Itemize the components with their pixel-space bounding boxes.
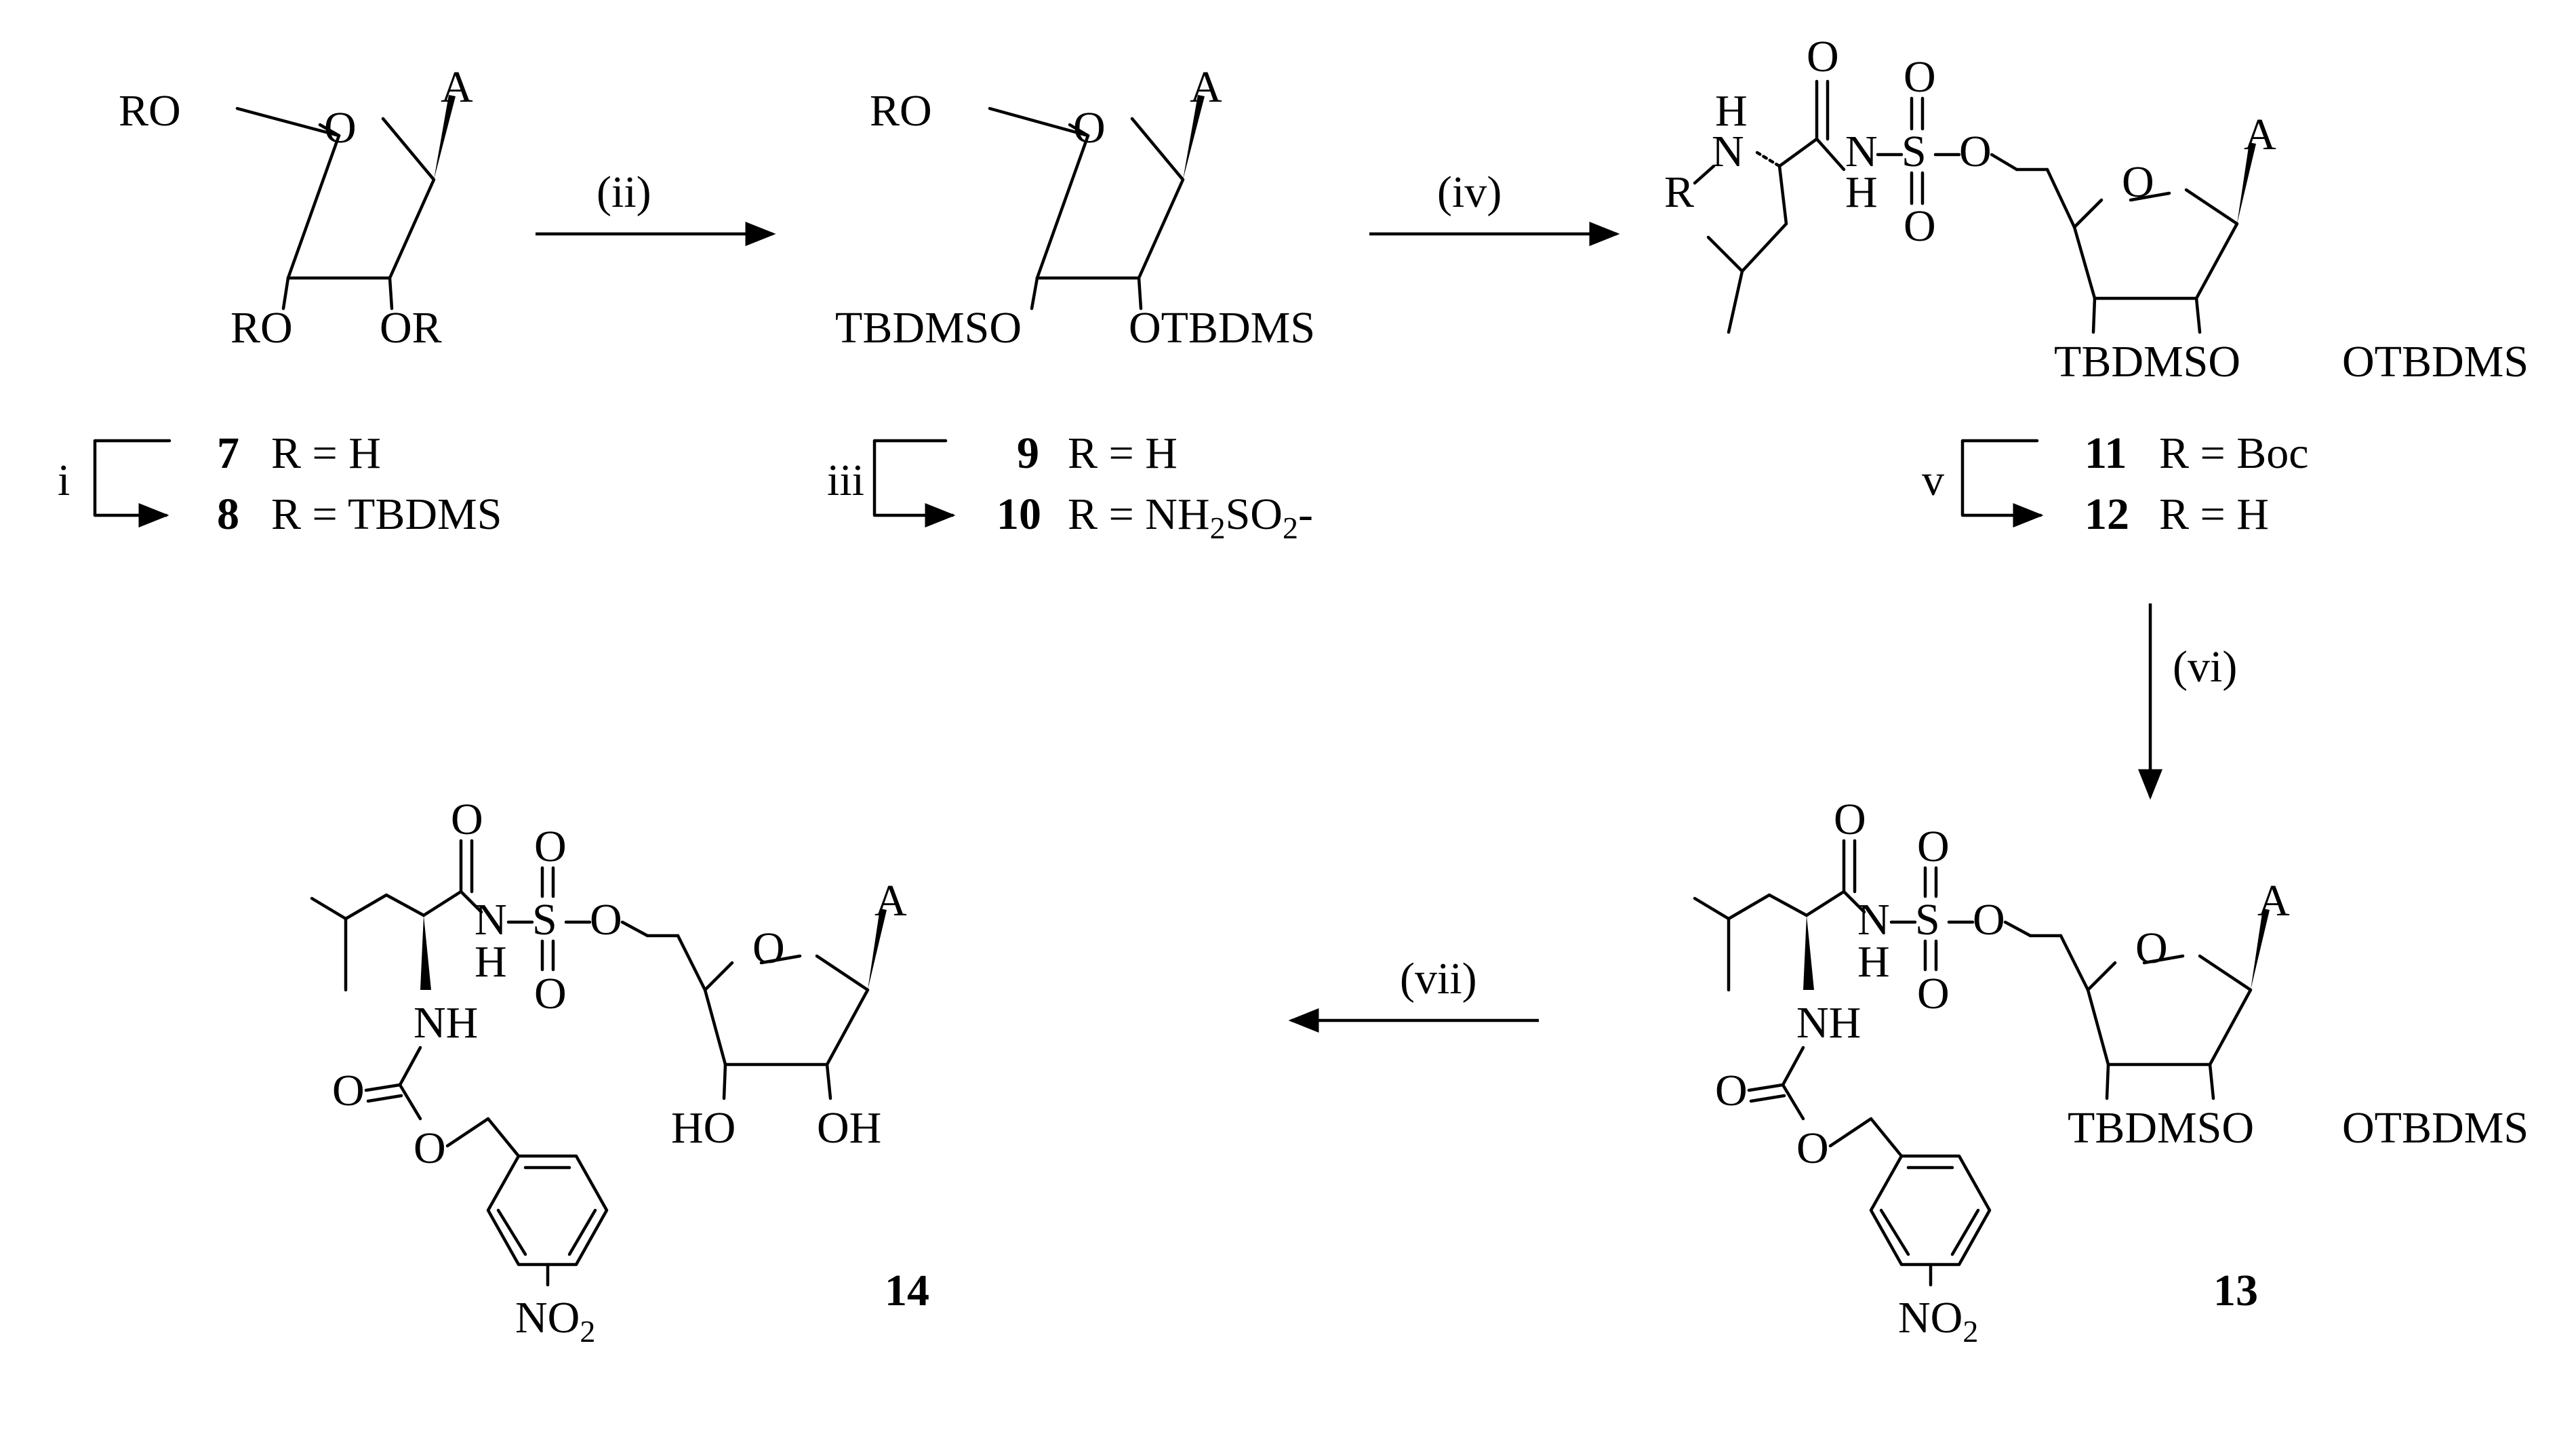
compound-7-r: R = H bbox=[271, 429, 381, 478]
ribose-ring bbox=[235, 106, 436, 280]
arrow-step-vi: (vi) bbox=[2138, 603, 2237, 800]
step-v-label: v bbox=[1922, 456, 1944, 505]
compound-11-number: 11 bbox=[2085, 429, 2127, 478]
sulfonyl-o-label: O bbox=[1904, 201, 1936, 251]
ho-label: HO bbox=[671, 1103, 736, 1153]
amide-n-label: N bbox=[1857, 895, 1890, 944]
wedge-bond bbox=[2237, 142, 2256, 224]
nitro-label: NO2 bbox=[1898, 1293, 1978, 1349]
sulfur-label: S bbox=[532, 895, 557, 944]
step-vi-label: (vi) bbox=[2173, 642, 2237, 692]
wedge-bond bbox=[1183, 95, 1205, 180]
ring-oxygen-label: O bbox=[2122, 157, 2154, 207]
step-iii-label: iii bbox=[827, 456, 864, 505]
h-label: H bbox=[1715, 86, 1748, 136]
structure-9-10: RO O A TBDMSO OTBDMS bbox=[835, 62, 1315, 353]
carbonyl-o-label: O bbox=[1834, 795, 1866, 844]
oh-label: OH bbox=[817, 1103, 881, 1153]
tbdmso-label: TBDMSO bbox=[2068, 1103, 2254, 1153]
ether-o-label: O bbox=[1973, 895, 2005, 944]
ring-oxygen-label: O bbox=[324, 103, 357, 153]
ether-o-label: O bbox=[590, 895, 622, 944]
step-iv-label: (iv) bbox=[1437, 167, 1502, 217]
structure-14: O N H S O O O NH O O NO2 O bbox=[310, 795, 929, 1349]
step-iii-annotation: iii 9 R = H 10 R = NH2SO2- bbox=[827, 429, 1313, 545]
or-label: OR bbox=[380, 303, 442, 353]
carbamate-ester-o-label: O bbox=[414, 1123, 446, 1173]
step-ii-label: (ii) bbox=[597, 167, 651, 217]
compound-10-number: 10 bbox=[997, 490, 1041, 539]
ring-oxygen-label: O bbox=[1073, 103, 1106, 153]
wedge-bond bbox=[1803, 915, 1814, 990]
wedge-bond bbox=[868, 909, 887, 990]
compound-13-number: 13 bbox=[2213, 1266, 2258, 1315]
amide-n-label: N bbox=[475, 895, 507, 944]
structure-11-12: H N R O N H S O O O O A TBDMSO bbox=[1664, 32, 2529, 386]
base-a-label: A bbox=[2257, 876, 2290, 926]
base-a-label: A bbox=[441, 62, 473, 112]
carbonyl-o-label: O bbox=[1807, 32, 1839, 81]
ring-oxygen-label: O bbox=[2135, 923, 2168, 973]
ring-oxygen-label: O bbox=[752, 923, 785, 973]
sulfonyl-o-label: O bbox=[1917, 969, 1950, 1018]
arrow-step-iv: (iv) bbox=[1369, 167, 1620, 246]
compound-8-r: R = TBDMS bbox=[271, 490, 502, 539]
wedge-bond bbox=[434, 95, 456, 180]
r-label: R bbox=[1664, 167, 1694, 217]
sulfonyl-o-label: O bbox=[534, 822, 567, 871]
n-label: N bbox=[1712, 127, 1744, 176]
compound-8-number: 8 bbox=[217, 490, 239, 539]
otbdms-label: OTBDMS bbox=[2342, 1103, 2529, 1153]
ether-o-label: O bbox=[1959, 127, 1992, 176]
sulfonyl-o-label: O bbox=[1917, 822, 1950, 871]
amide-h-label: H bbox=[475, 937, 507, 987]
carbonyl-o-label: O bbox=[451, 795, 483, 844]
compound-9-r: R = H bbox=[1068, 429, 1178, 478]
step-vii-label: (vii) bbox=[1400, 954, 1477, 1003]
wedge-bond bbox=[420, 915, 431, 990]
ro-label: RO bbox=[870, 86, 932, 136]
step-v-annotation: v 11 R = Boc 12 R = H bbox=[1922, 429, 2309, 539]
arrow-step-ii: (ii) bbox=[536, 167, 776, 246]
compound-11-r: R = Boc bbox=[2159, 429, 2309, 478]
ro-label: RO bbox=[230, 303, 293, 353]
base-a-label: A bbox=[1190, 62, 1222, 112]
compound-12-number: 12 bbox=[2085, 490, 2129, 539]
structure-13: O N H S O O O NH O O NO2 O bbox=[1693, 795, 2529, 1349]
step-i-label: i bbox=[58, 456, 70, 505]
tbdmso-label: TBDMSO bbox=[2054, 337, 2240, 386]
compound-7-number: 7 bbox=[217, 429, 239, 478]
compound-10-r: R = NH2SO2- bbox=[1068, 490, 1313, 545]
carbamate-o-label: O bbox=[332, 1066, 365, 1115]
carbamate-ester-o-label: O bbox=[1796, 1123, 1829, 1173]
compound-14-number: 14 bbox=[885, 1266, 929, 1315]
amide-n-label: N bbox=[1845, 127, 1878, 176]
compound-9-number: 9 bbox=[1017, 429, 1039, 478]
step-i-annotation: i 7 R = H 8 R = TBDMS bbox=[58, 429, 502, 539]
nh-label: NH bbox=[1796, 998, 1861, 1048]
base-a-label: A bbox=[874, 876, 907, 926]
otbdms-label: OTBDMS bbox=[2342, 337, 2529, 386]
wedge-bond bbox=[2251, 909, 2270, 990]
arrow-step-vii: (vii) bbox=[1288, 954, 1539, 1033]
sulfonyl-o-label: O bbox=[534, 969, 567, 1018]
amide-h-label: H bbox=[1845, 167, 1878, 217]
base-a-label: A bbox=[2244, 110, 2276, 159]
sulfonyl-o-label: O bbox=[1904, 52, 1936, 102]
tbdmso-label: TBDMSO bbox=[835, 303, 1022, 353]
compound-12-r: R = H bbox=[2159, 490, 2269, 539]
ro-label: RO bbox=[119, 86, 181, 136]
sulfur-label: S bbox=[1901, 127, 1927, 176]
amide-h-label: H bbox=[1857, 937, 1890, 987]
sulfur-label: S bbox=[1915, 895, 1940, 944]
nh-label: NH bbox=[414, 998, 478, 1048]
structure-7-8: RO O A RO OR bbox=[119, 62, 473, 353]
carbamate-o-label: O bbox=[1715, 1066, 1748, 1115]
otbdms-label: OTBDMS bbox=[1129, 303, 1315, 353]
nitro-label: NO2 bbox=[515, 1293, 595, 1349]
